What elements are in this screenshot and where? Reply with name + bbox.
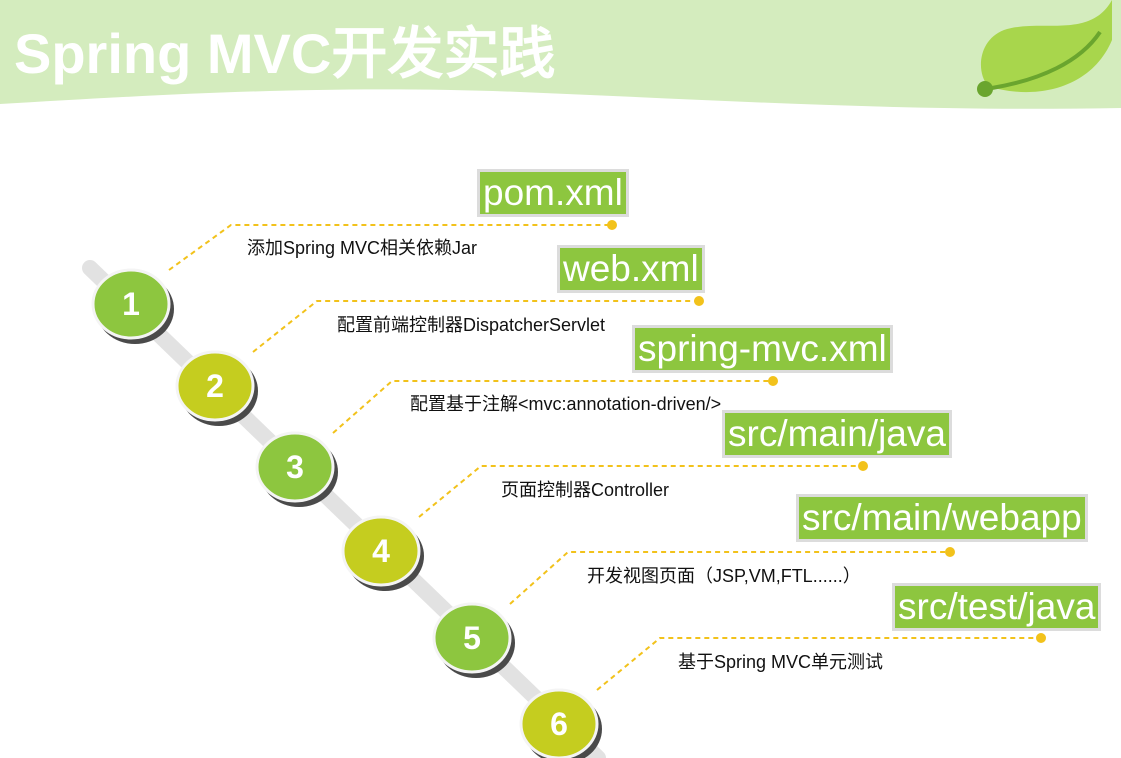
- file-tag-5: src/main/webapp: [796, 494, 1088, 542]
- step-circle-5: [432, 602, 512, 674]
- diagonal-track: [82, 260, 606, 758]
- connector-dot-5: [945, 547, 955, 557]
- step-description-4: 页面控制器Controller: [501, 480, 670, 500]
- title-banner: [0, 0, 1121, 109]
- step-circle-2: [175, 350, 255, 422]
- connector-dot-1: [607, 220, 617, 230]
- step-circle-1: [91, 268, 171, 340]
- step-number-2: 2: [206, 368, 224, 404]
- step-description-5: 开发视图页面（JSP,VM,FTL......）: [587, 566, 861, 586]
- connector-dot-4: [858, 461, 868, 471]
- connector-lines: [168, 220, 1046, 691]
- step-description-3: 配置基于注解<mvc:annotation-driven/>: [410, 394, 722, 414]
- leaf-logo: [977, 0, 1112, 97]
- connector-dot-2: [694, 296, 704, 306]
- connector-dot-3: [768, 376, 778, 386]
- connector-line-1: [168, 224, 612, 271]
- step-number-4: 4: [372, 533, 390, 569]
- file-tag-1: pom.xml: [477, 169, 629, 217]
- step-description-1: 添加Spring MVC相关依赖Jar: [247, 238, 478, 258]
- file-tag-4: src/main/java: [722, 410, 952, 458]
- connector-line-2: [252, 300, 699, 353]
- file-tag-3: spring-mvc.xml: [632, 325, 893, 373]
- connector-dot-6: [1036, 633, 1046, 643]
- step-circles: [91, 268, 602, 758]
- step-number-1: 1: [122, 286, 140, 322]
- connector-line-4: [418, 465, 863, 518]
- step-description-2: 配置前端控制器DispatcherServlet: [337, 315, 606, 335]
- file-tag-2: web.xml: [557, 245, 705, 293]
- connector-line-6: [596, 637, 1041, 691]
- step-circle-6: [519, 688, 599, 758]
- step-circle-4: [341, 515, 421, 587]
- page-title: Spring MVC开发实践: [14, 22, 556, 85]
- step-number-6: 6: [550, 706, 568, 742]
- file-tag-6: src/test/java: [891, 583, 1102, 631]
- step-number-3: 3: [286, 449, 304, 485]
- step-number-5: 5: [463, 620, 481, 656]
- step-description-6: 基于Spring MVC单元测试: [678, 652, 884, 672]
- step-circle-3: [255, 431, 335, 503]
